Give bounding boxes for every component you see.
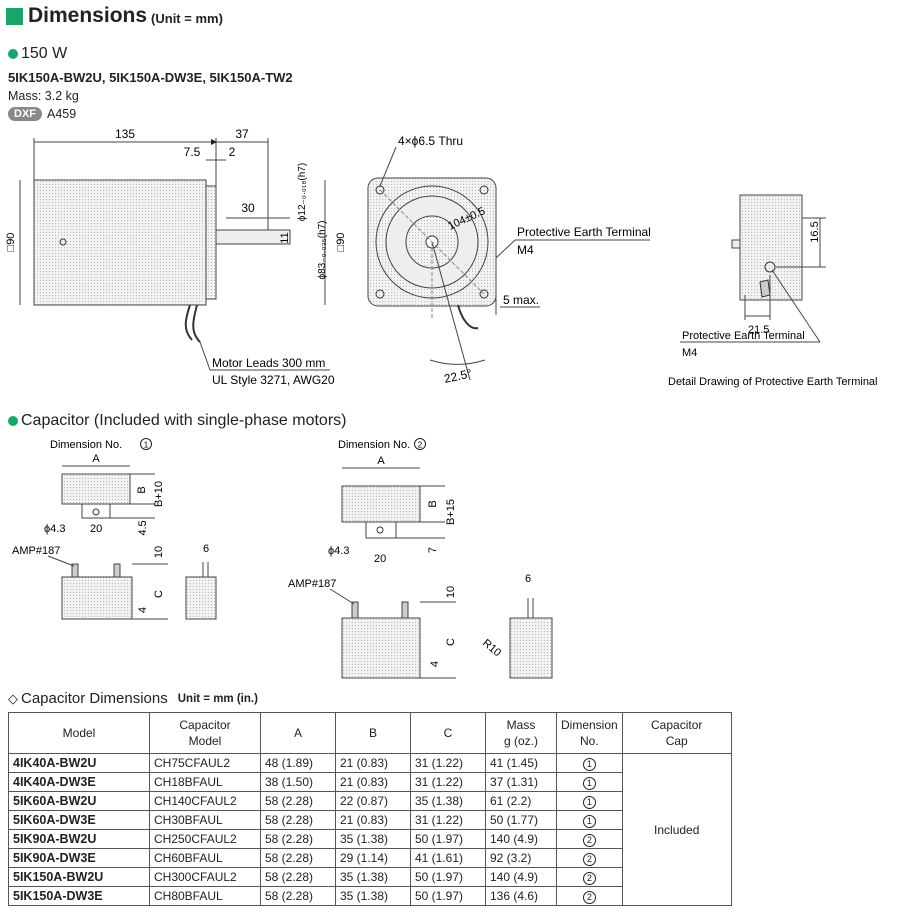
title-square-icon: [6, 7, 23, 25]
dim-11: 11: [279, 232, 291, 243]
dim2-10: 10: [445, 586, 457, 598]
col-c: C: [410, 712, 486, 754]
dim1-4: 4: [137, 607, 149, 613]
capacitor-1-side-view: [61, 562, 217, 620]
dim-37: 37: [235, 127, 249, 141]
dim2-A: A: [377, 455, 385, 467]
included-cell: Included: [621, 753, 732, 906]
dim2-B15: B+15: [445, 499, 457, 525]
model-list: 5IK150A-BW2U, 5IK150A-DW3E, 5IK150A-TW2: [8, 70, 293, 85]
capacitor-1-top-view: [61, 465, 155, 519]
dim1-amp: AMP#187: [12, 545, 60, 557]
table-heading: ◇ Capacitor Dimensions Unit = mm (in.): [8, 690, 258, 707]
dim1-number: 1: [144, 441, 149, 450]
pe-terminal-m4: M4: [517, 243, 534, 257]
dim2-C: C: [445, 638, 457, 646]
capacitor-2-side-view: [341, 598, 553, 679]
dxf-reference[interactable]: DXF A459: [8, 107, 76, 121]
dim-number-badge: 1: [582, 776, 596, 790]
dxf-code: A459: [47, 107, 77, 121]
dim2-6: 6: [525, 573, 531, 585]
dim-holes: 4×ϕ6.5 Thru: [398, 134, 463, 148]
dim1-label: Dimension No.: [50, 439, 122, 451]
bullet-icon: [8, 416, 18, 426]
col-a: A: [260, 712, 336, 754]
col-b: B: [335, 712, 411, 754]
detail-pe-label: Protective Earth Terminal: [682, 330, 805, 342]
dim-number-badge: 2: [582, 871, 596, 885]
dim1-C: C: [153, 590, 165, 598]
dim2-B: B: [427, 500, 439, 507]
detail-caption: Detail Drawing of Protective Earth Termi…: [668, 376, 878, 388]
dim-7-5: 7.5: [184, 145, 201, 159]
dim-shaft-dia: ϕ12₋₀.₀₁₈(h7): [297, 163, 308, 221]
dim1-B10: B+10: [153, 481, 165, 507]
mass: Mass: 3.2 kg: [8, 89, 79, 103]
dim2-4: 4: [429, 661, 441, 667]
dxf-badge[interactable]: DXF: [8, 107, 42, 121]
detail-pe-m4: M4: [682, 347, 697, 359]
dim-2: 2: [229, 145, 236, 159]
dim1-phi: ϕ4.3: [44, 523, 65, 535]
dim2-number: 2: [418, 441, 423, 450]
dim-angle: 22.5°: [443, 366, 474, 386]
leads-label: Motor Leads 300 mm: [212, 356, 325, 370]
dim-pilot-dia: ϕ83₋₀.₀₃₅(h7): [317, 221, 328, 280]
dim2-phi: ϕ4.3: [328, 545, 349, 557]
dim-16-5: 16.5: [809, 221, 821, 242]
pe-terminal-detail: [680, 194, 826, 343]
motor-front-view: [367, 177, 540, 381]
dim-number-badge: 1: [582, 795, 596, 809]
dim1-4-5: 4.5: [137, 520, 149, 535]
bullet-icon: [8, 49, 18, 59]
motor-side-view: [19, 138, 326, 343]
dim-number-badge: 2: [582, 833, 596, 847]
dim-21-5: 21.5: [748, 324, 769, 336]
dim-number-badge: 2: [582, 890, 596, 904]
dim2-R10: R10: [480, 637, 503, 659]
capacitor-drawing: Dimension No. 1 A B B+10 ϕ4.3 20 4.5 AMP…: [12, 438, 553, 679]
dim-number-badge: 2: [582, 852, 596, 866]
dim-5-max: 5 max.: [503, 293, 539, 307]
motor-drawing: 135 37 7.5 2 30 □90 11 ϕ12₋₀.₀₁₈(h7) ϕ83…: [5, 127, 878, 388]
dim1-B: B: [136, 486, 148, 493]
dim-square-90-right: □90: [335, 233, 347, 252]
page-title: Dimensions (Unit = mm): [6, 4, 223, 28]
dim-number-badge: 1: [582, 814, 596, 828]
pe-terminal-label: Protective Earth Terminal: [517, 225, 651, 239]
section-capacitor: Capacitor (Included with single-phase mo…: [8, 412, 346, 430]
dim2-amp: AMP#187: [288, 578, 336, 590]
dim1-10: 10: [153, 546, 165, 558]
diamond-icon: ◇: [8, 690, 18, 706]
dim-30: 30: [241, 201, 255, 215]
dim2-20: 20: [374, 553, 386, 565]
dim1-6: 6: [203, 543, 209, 555]
dim1-A: A: [92, 453, 100, 465]
leads-spec: UL Style 3271, AWG20: [212, 373, 335, 387]
dim-135: 135: [115, 127, 135, 141]
col-model: Model: [8, 712, 150, 754]
section-150w: 150 W: [8, 45, 67, 63]
dim2-7: 7: [427, 547, 439, 553]
capacitor-2-top-view: [341, 467, 445, 539]
dim-square-90-left: □90: [5, 233, 17, 252]
dim1-20: 20: [90, 523, 102, 535]
dim2-label: Dimension No.: [338, 439, 410, 451]
dim-number-badge: 1: [582, 757, 596, 771]
